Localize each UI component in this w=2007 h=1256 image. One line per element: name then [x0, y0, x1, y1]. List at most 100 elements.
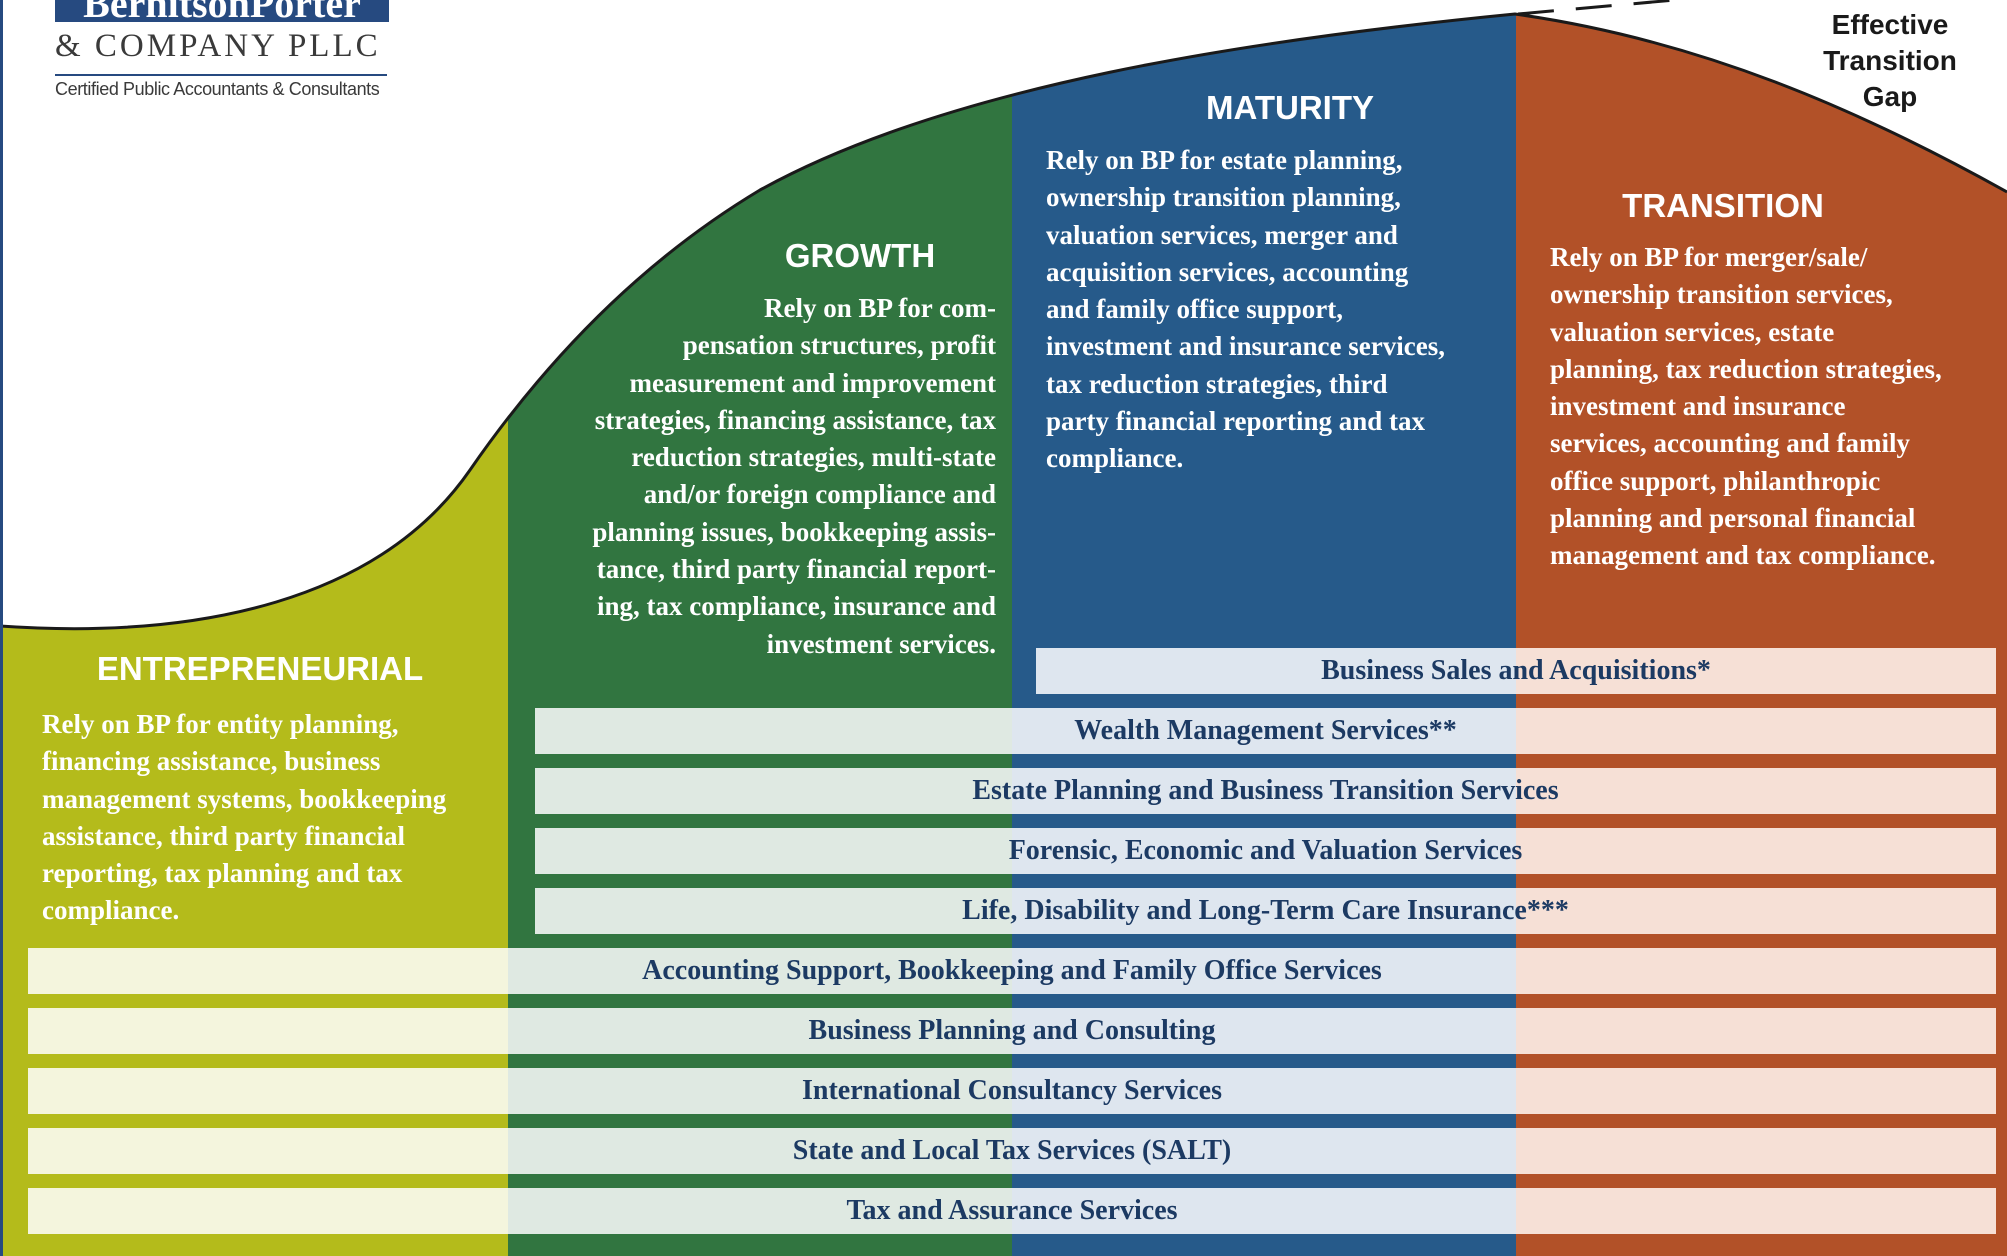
- service-bar-background: [28, 1128, 1996, 1174]
- stage-description-line: reduction strategies, multi-state: [631, 442, 996, 473]
- service-bar-segment-transition: [1516, 708, 1996, 754]
- stage-description-line: Rely on BP for entity planning,: [42, 709, 399, 739]
- service-bar-segment-entrepreneurial: [28, 1128, 508, 1174]
- service-bar-label: Accounting Support, Bookkeeping and Fami…: [642, 955, 1382, 986]
- stage-description-line: services, accounting and family: [1550, 428, 1910, 459]
- stage-description-line: management systems, bookkeeping: [42, 783, 447, 814]
- service-bar: Wealth Management Services**: [535, 708, 1996, 754]
- transition-gap-label-line: Transition: [1823, 45, 1957, 76]
- stage-description-line: compliance.: [42, 895, 180, 926]
- service-bar-label: State and Local Tax Services (SALT): [792, 1135, 1232, 1166]
- logo-company: & COMPANY PLLC: [55, 28, 381, 64]
- stage-description-line: investment and insurance: [1550, 391, 1846, 422]
- service-bar-segment-entrepreneurial: [28, 1068, 508, 1114]
- service-bar-label: Estate Planning and Business Transition …: [972, 775, 1559, 806]
- stage-description-line: office support, philanthropic: [1550, 465, 1881, 496]
- service-bar-segment-growth: [535, 828, 1012, 874]
- service-bar-background: [535, 828, 1996, 874]
- service-bar-label: Life, Disability and Long-Term Care Insu…: [962, 895, 1569, 926]
- stage-description-line: and/or foreign compliance and: [643, 479, 996, 510]
- service-bar-background: [535, 768, 1996, 814]
- service-bar-segment-maturity: [1012, 828, 1516, 874]
- stage-description-line: planning, tax reduction strategies,: [1550, 353, 1942, 384]
- lifecycle-curve: [0, 12, 2007, 631]
- transition-gap-label-line: Gap: [1862, 81, 1918, 112]
- service-bar-segment-maturity: [1012, 1128, 1516, 1174]
- service-bar-segment-growth: [508, 1068, 1012, 1114]
- service-bar-segment-transition: [1516, 1008, 1996, 1054]
- service-bar-segment-growth: [535, 888, 1012, 934]
- service-bar: Estate Planning and Business Transition …: [535, 768, 1996, 814]
- stage-description-line: ing, tax compliance, insurance and: [596, 591, 996, 622]
- service-bar-label: Forensic, Economic and Valuation Service…: [1008, 835, 1523, 866]
- stage-description-line: Rely on BP for com-: [764, 293, 996, 323]
- transition-gap-dashed-line: [1517, 0, 1693, 16]
- stage-description-line: compliance.: [1046, 443, 1184, 474]
- stage-description-line: planning and personal financial: [1550, 503, 1916, 534]
- service-bar-segment-maturity: [1012, 1188, 1516, 1234]
- stage-title-entrepreneurial: ENTREPRENEURIAL: [96, 650, 424, 687]
- service-bar: Business Sales and Acquisitions*: [1036, 648, 1996, 694]
- stage-description-line: investment and insurance services,: [1046, 331, 1445, 362]
- service-bar-segment-entrepreneurial: [28, 1008, 508, 1054]
- service-bar-segment-transition: [1516, 648, 1996, 694]
- service-bar-background: [28, 1188, 1996, 1234]
- stage-description-line: tance, third party financial report-: [596, 554, 996, 585]
- stage-description-entrepreneurial: Rely on BP for entity planning, financing…: [42, 706, 502, 930]
- logo-wordmark: BernitsonPorter: [55, 0, 389, 22]
- service-bar-label: International Consultancy Services: [802, 1075, 1222, 1106]
- service-bar-segment-entrepreneurial: [28, 1188, 508, 1234]
- stage-description-line: strategies, financing assistance, tax: [594, 404, 996, 435]
- service-bar-segment-transition: [1516, 1068, 1996, 1114]
- stage-description-line: tax reduction strategies, third: [1046, 368, 1388, 399]
- stage-description-growth: Rely on BP for com-pensation structures,…: [548, 290, 996, 663]
- stage-description-line: financing assistance, business: [42, 746, 381, 777]
- stage-description-line: Rely on BP for merger/sale/: [1550, 242, 1868, 272]
- stage-description-line: and family office support,: [1046, 294, 1343, 325]
- stage-description-line: valuation services, estate: [1550, 316, 1835, 347]
- service-bar: Forensic, Economic and Valuation Service…: [535, 828, 1996, 874]
- service-bar-background: [535, 708, 1996, 754]
- service-bar-label: Tax and Assurance Services: [846, 1195, 1178, 1226]
- service-bar-segment-growth: [508, 1008, 1012, 1054]
- stage-description-line: measurement and improvement: [629, 367, 996, 398]
- service-bar-label: Business Sales and Acquisitions*: [1321, 655, 1711, 686]
- service-bar-segment-transition: [1516, 828, 1996, 874]
- stage-description-line: party financial reporting and tax: [1046, 406, 1426, 437]
- service-bar-segment-transition: [1516, 948, 1996, 994]
- logo-divider: [55, 74, 387, 76]
- service-bar-segment-maturity: [1012, 1068, 1516, 1114]
- service-bar-segment-transition: [1516, 888, 1996, 934]
- service-bar: State and Local Tax Services (SALT): [28, 1128, 1996, 1174]
- stage-title-growth: GROWTH: [784, 237, 936, 274]
- service-bar: Business Planning and Consulting: [28, 1008, 1996, 1054]
- service-bar-segment-maturity: [1036, 648, 1516, 694]
- service-bar-segment-maturity: [1012, 708, 1516, 754]
- service-bar-segment-transition: [1516, 1128, 1996, 1174]
- service-bar-segment-maturity: [1012, 888, 1516, 934]
- stage-description-line: ownership transition services,: [1550, 279, 1893, 310]
- service-bar-label: Business Planning and Consulting: [808, 1015, 1216, 1046]
- service-bar-background: [28, 1008, 1996, 1054]
- service-bar-background: [535, 888, 1996, 934]
- service-bar-segment-transition: [1516, 1188, 1996, 1234]
- service-bar-label: Wealth Management Services**: [1074, 715, 1457, 746]
- service-bar-background: [1036, 648, 1996, 694]
- stage-description-maturity: Rely on BP for estate planning,ownership…: [1046, 142, 1506, 478]
- service-bar-segment-growth: [508, 1128, 1012, 1174]
- service-bar-segment-maturity: [1012, 948, 1516, 994]
- service-bar-segment-maturity: [1012, 768, 1516, 814]
- stage-title-maturity: MATURITY: [1205, 89, 1375, 126]
- logo-tagline: Certified Public Accountants & Consultan…: [55, 79, 380, 99]
- service-bar-background: [28, 1068, 1996, 1114]
- stage-title-transition: TRANSITION: [1622, 187, 1824, 224]
- stage-description-line: assistance, third party financial: [42, 820, 406, 851]
- service-bar-background: [28, 948, 1996, 994]
- stage-description-line: valuation services, merger and: [1046, 219, 1398, 250]
- service-bar-segment-growth: [508, 948, 1012, 994]
- service-bar-segment-growth: [508, 1188, 1012, 1234]
- service-bar-segment-entrepreneurial: [28, 948, 508, 994]
- service-bar: Accounting Support, Bookkeeping and Fami…: [28, 948, 1996, 994]
